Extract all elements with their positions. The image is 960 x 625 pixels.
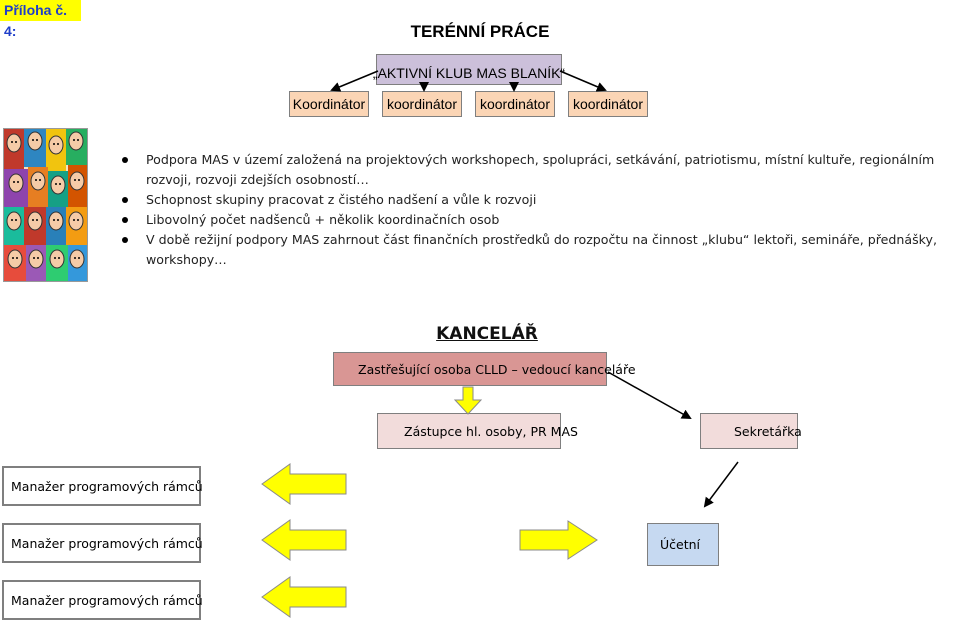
accountant-box: Účetní xyxy=(647,523,719,566)
deputy-box: Zástupce hl. osoby, PR MAS xyxy=(377,413,578,449)
manager-label: Manažer programových rámců xyxy=(11,592,203,608)
block-arrow-left xyxy=(261,463,347,505)
block-arrow-right xyxy=(519,520,598,560)
attachment-label: Příloha č. 4: xyxy=(0,0,81,39)
coordinator-label: Koordinátor xyxy=(292,96,366,112)
coordinator-label: koordinátor xyxy=(386,96,458,112)
bullet-icon xyxy=(122,237,128,243)
list-item: V době režijní podpory MAS zahrnout část… xyxy=(122,230,958,270)
list-item: Schopnost skupiny pracovat z čistého nad… xyxy=(122,190,958,210)
manager-box-2: Manažer programových rámců xyxy=(2,523,203,563)
bullet-list: Podpora MAS v území založená na projekto… xyxy=(122,150,958,270)
connector-arrow xyxy=(703,461,739,508)
crowd-picture xyxy=(3,128,88,282)
secretary-label: Sekretářka xyxy=(734,423,802,439)
coordinator-label: koordinátor xyxy=(572,96,644,112)
manager-box-1: Manažer programových rámců xyxy=(2,466,203,506)
club-label: „AKTIVNÍ KLUB MAS BLANÍK“ xyxy=(372,64,566,81)
bullet-text: Schopnost skupiny pracovat z čistého nad… xyxy=(146,192,537,207)
bullet-icon xyxy=(122,197,128,203)
coordinator-box-4: koordinátor xyxy=(568,91,648,117)
coordinator-box-1: Koordinátor xyxy=(289,91,369,117)
deputy-label: Zástupce hl. osoby, PR MAS xyxy=(404,423,578,439)
field-work-title: TERÉNNÍ PRÁCE xyxy=(410,22,550,41)
list-item: Libovolný počet nadšenců + několik koord… xyxy=(122,210,958,230)
bullet-icon xyxy=(122,217,128,223)
coordinator-label: koordinátor xyxy=(479,96,551,112)
block-arrow-left xyxy=(261,519,347,561)
manager-label: Manažer programových rámců xyxy=(11,478,203,494)
office-title: KANCELÁŘ xyxy=(436,324,538,344)
club-box: „AKTIVNÍ KLUB MAS BLANÍK“ xyxy=(372,54,566,85)
bullet-text: Podpora MAS v území založená na projekto… xyxy=(146,152,935,187)
secretary-box: Sekretářka xyxy=(700,413,802,449)
head-of-office-box: Zastřešující osoba CLLD – vedoucí kancel… xyxy=(333,352,636,386)
block-arrow-down xyxy=(453,386,483,415)
connector-arrow xyxy=(607,371,692,419)
manager-label: Manažer programových rámců xyxy=(11,535,203,551)
block-arrow-left xyxy=(261,576,347,618)
coordinator-box-3: koordinátor xyxy=(475,91,555,117)
bullet-text: V době režijní podpory MAS zahrnout část… xyxy=(146,232,937,267)
accountant-label: Účetní xyxy=(660,537,701,552)
connector-arrow xyxy=(559,70,607,92)
crowd-of-people-icon xyxy=(4,129,87,281)
list-item: Podpora MAS v území založená na projekto… xyxy=(122,150,958,190)
bullet-icon xyxy=(122,157,128,163)
bullet-text: Libovolný počet nadšenců + několik koord… xyxy=(146,212,500,227)
head-of-office-label: Zastřešující osoba CLLD – vedoucí kancel… xyxy=(358,361,636,377)
manager-box-3: Manažer programových rámců xyxy=(2,580,203,620)
connector-arrow xyxy=(330,70,379,92)
